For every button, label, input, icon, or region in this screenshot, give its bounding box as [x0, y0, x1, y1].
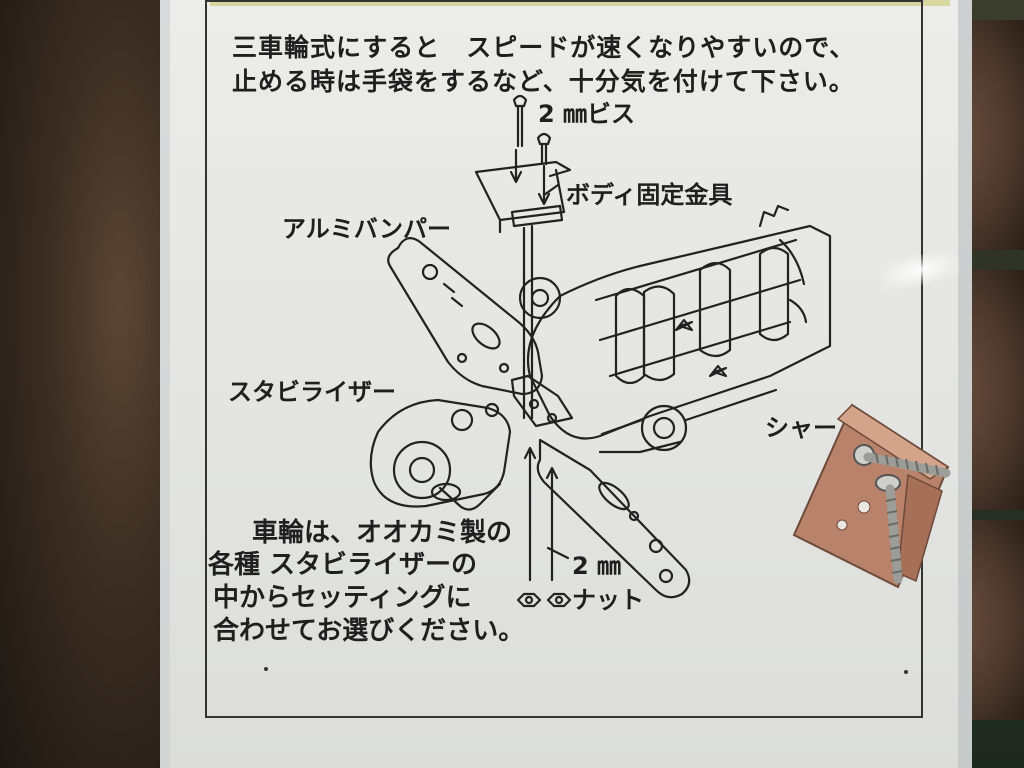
- label-aluminum-bumper: アルミバンパー: [282, 215, 451, 243]
- print-dot: [904, 670, 908, 674]
- label-stabilizer: スタビライザー: [228, 378, 396, 406]
- wheel-note-line: 各種 スタビライザーの: [208, 550, 478, 580]
- wheel-note-line: 中からセッティングに: [213, 583, 472, 613]
- chassis-drawing: [526, 224, 832, 440]
- label-nut-size: 2 ㎜: [572, 552, 622, 580]
- body-bracket-drawing: [474, 160, 572, 234]
- nut-icon: [546, 592, 572, 608]
- print-dot: [264, 667, 268, 671]
- instruction-sheet-border: [205, 0, 923, 718]
- screw-icon: [853, 444, 951, 478]
- copper-bracket-part: [792, 403, 951, 589]
- screw-icon: [512, 94, 528, 148]
- wheel-note-line: 合わせてお選びください。: [213, 616, 525, 646]
- label-screw: 2 ㎜ビス: [538, 100, 636, 128]
- aluminum-bumper-drawing: [387, 237, 544, 396]
- screw-icon: [875, 474, 903, 584]
- warning-line-1: 三車輪式にすると スピードが速くなりやすいので、: [232, 33, 856, 62]
- lower-arm-drawing: [536, 438, 691, 599]
- nut-icon: [516, 592, 542, 608]
- warning-line-2: 止める時は手袋をするなど、十分気を付けて下さい。: [232, 67, 855, 96]
- label-chassis: シャー: [765, 414, 837, 442]
- plastic-packet: [160, 0, 972, 768]
- label-body-bracket: ボディ固定金具: [566, 181, 733, 209]
- label-nut: ナット: [572, 586, 644, 614]
- screw-icon: [536, 132, 552, 166]
- header-strip: [210, 0, 950, 6]
- wheel-note-line: 車輪は、オオカミ製の: [252, 518, 513, 548]
